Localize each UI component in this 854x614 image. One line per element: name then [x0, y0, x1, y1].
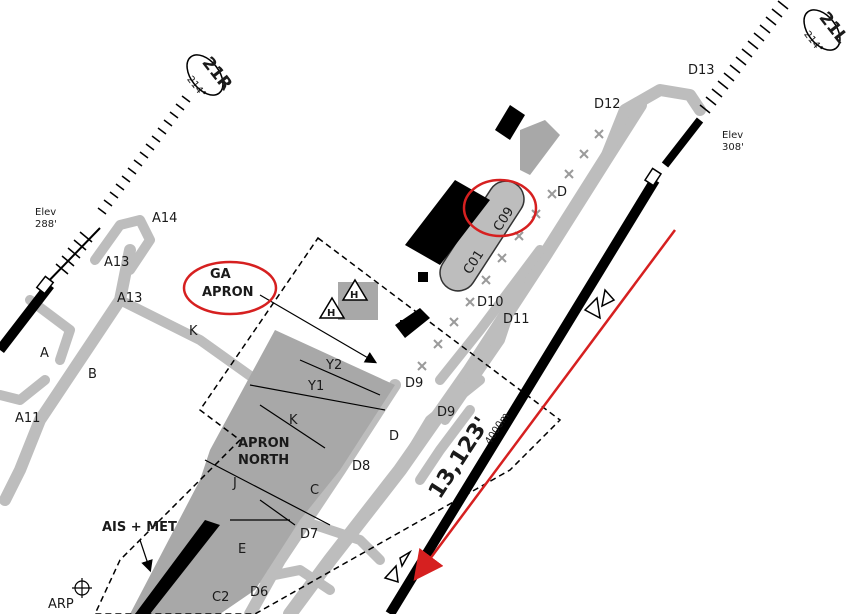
taxiway-d8: D8	[352, 459, 370, 474]
approach-lights-21l	[699, 0, 789, 114]
heliport-h-icon: H	[341, 278, 369, 301]
taxiway-a: A	[40, 346, 49, 361]
taxiway-d: D	[557, 185, 567, 200]
taxiway-network	[0, 84, 706, 614]
hangar-building	[495, 105, 525, 140]
apron-north-label-2: NORTH	[238, 453, 289, 468]
ais-met-building	[135, 520, 220, 614]
taxiway-a13: A13	[117, 291, 142, 306]
elev-21r-label: Elev	[35, 207, 56, 218]
taxiway-c2: C2	[212, 590, 229, 605]
taxiway-k-apron: K	[289, 413, 298, 428]
taxiway-a13-top: A13	[104, 255, 129, 270]
buildings	[135, 105, 525, 614]
svg-text:H: H	[327, 308, 335, 319]
taxiway-d7: D7	[300, 527, 318, 542]
ga-apron-label-1: GA	[210, 267, 231, 282]
taxiway-e: E	[238, 542, 246, 557]
apron-centerlines	[204, 359, 386, 526]
terminal-building	[405, 180, 490, 265]
taxiway-d12: D12	[594, 97, 621, 112]
taxiway-d10: D10	[477, 295, 504, 310]
runway-length-arrow	[413, 229, 677, 582]
taxiway-d9: D9	[405, 376, 423, 391]
helipad-h-icon: H	[318, 296, 346, 319]
taxiway-a11: A11	[15, 411, 40, 426]
runway-arrow-icon	[383, 288, 616, 584]
taxiway-c: C	[310, 483, 319, 498]
rwy-21r-id: 21R 214°	[184, 53, 236, 100]
red-annotations	[182, 178, 677, 582]
arp-crosshair-icon	[72, 578, 92, 598]
taxiway-d9-exit: D9	[437, 405, 455, 420]
taxiway-y1: Y1	[307, 379, 324, 394]
taxiway-k: K	[189, 324, 198, 339]
taxiway-y2: Y2	[325, 358, 342, 373]
ais-met-label: AIS + MET	[102, 520, 177, 535]
ga-apron-highlight	[182, 260, 278, 316]
runway-21r	[0, 95, 191, 354]
elev-21r-value: 288'	[35, 219, 57, 230]
svg-text:H: H	[350, 290, 358, 301]
apron-strip	[520, 120, 560, 175]
taxiway-j: J	[232, 476, 237, 491]
taxiway-a14: A14	[152, 211, 177, 226]
runway-21l	[385, 0, 789, 614]
apron-north-label-1: APRON	[238, 436, 290, 451]
rwy-21l-id: 21L 214°	[801, 8, 851, 55]
taxiway-b: B	[88, 367, 97, 382]
approach-lights-21r	[55, 95, 191, 275]
stand-c09-highlight	[462, 178, 538, 238]
elev-21l-label: Elev	[722, 130, 743, 141]
taxiway-d-low: D	[389, 429, 399, 444]
taxiway-d13: D13	[688, 63, 715, 78]
taxiway-d6: D6	[250, 585, 268, 600]
taxiway-d11: D11	[503, 312, 530, 327]
elev-21l-value: 308'	[722, 142, 744, 153]
taxiway-labels: A14 A13 A13 A B A11 K K Y2 Y1 J C E C2 D…	[15, 63, 715, 605]
arp-label: ARP	[48, 597, 74, 612]
ga-apron-label-2: APRON	[202, 285, 254, 300]
